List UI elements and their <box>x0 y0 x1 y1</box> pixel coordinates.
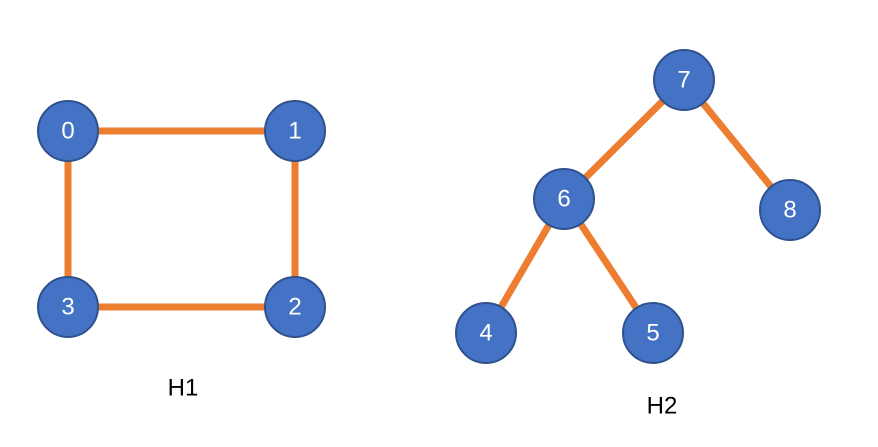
node-circle-7 <box>653 49 715 111</box>
edge-7-6 <box>582 98 666 181</box>
nodes-layer: 0 1 2 3 4 5 6 7 8 <box>37 49 821 364</box>
node-label-6: 6 <box>557 186 570 213</box>
node-5: 5 <box>622 302 684 364</box>
node-7: 7 <box>653 49 715 111</box>
edge-7-8 <box>700 101 774 189</box>
node-label-1: 1 <box>288 118 301 145</box>
graph-caption-h1: H1 <box>168 375 199 402</box>
node-label-5: 5 <box>646 320 659 347</box>
node-1: 1 <box>264 100 326 162</box>
node-circle-8 <box>759 179 821 241</box>
edges-layer <box>64 98 774 311</box>
node-label-8: 8 <box>783 197 796 224</box>
node-label-3: 3 <box>61 294 74 321</box>
graph-caption-h2: H2 <box>647 393 678 420</box>
node-circle-4 <box>455 302 517 364</box>
node-8: 8 <box>759 179 821 241</box>
node-circle-3 <box>37 276 99 338</box>
node-6: 6 <box>533 168 595 230</box>
node-circle-5 <box>622 302 684 364</box>
node-label-4: 4 <box>479 320 492 347</box>
node-circle-1 <box>264 100 326 162</box>
node-label-0: 0 <box>61 118 74 145</box>
node-circle-6 <box>533 168 595 230</box>
node-label-2: 2 <box>288 294 301 321</box>
node-circle-2 <box>264 276 326 338</box>
edge-6-4 <box>498 223 552 309</box>
edge-6-5 <box>577 222 640 310</box>
captions-layer: H1 H2 <box>168 375 678 420</box>
node-2: 2 <box>264 276 326 338</box>
node-circle-0 <box>37 100 99 162</box>
node-0: 0 <box>37 100 99 162</box>
node-4: 4 <box>455 302 517 364</box>
node-3: 3 <box>37 276 99 338</box>
node-label-7: 7 <box>677 67 690 94</box>
